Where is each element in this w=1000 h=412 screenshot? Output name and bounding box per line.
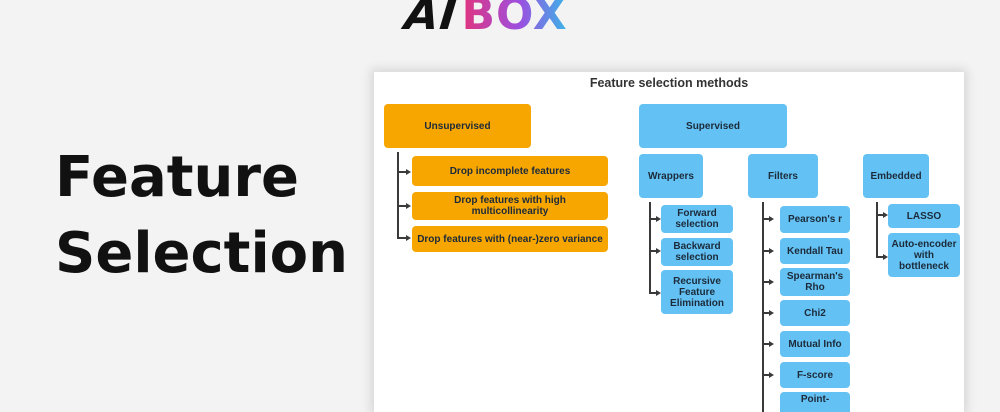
node-drop-multicollinearity: Drop features with high multicollinearit… [412, 192, 608, 220]
diagram-sheet: Feature selection methods Unsupervised D… [374, 72, 964, 412]
node-filters: Filters [748, 154, 818, 198]
node-supervised: Supervised [639, 104, 787, 148]
connector-backward-selection [649, 250, 657, 252]
node-backward-selection: Backward selection [661, 238, 733, 266]
arrow-unsupervised-child-1 [406, 169, 411, 175]
connector-unsupervised [397, 152, 399, 238]
arrow-chi2 [769, 310, 774, 316]
node-spearmans-rho: Spearman's Rho [780, 268, 850, 296]
logo-ai-text: AI [402, 0, 461, 40]
node-drop-incomplete: Drop incomplete features [412, 156, 608, 186]
page-title-line1: Feature [55, 145, 299, 210]
arrow-lasso [883, 212, 888, 218]
connector-unsupervised-child-3 [397, 237, 407, 239]
node-forward-selection: Forward selection [661, 205, 733, 233]
arrow-rfe [656, 290, 661, 296]
node-unsupervised: Unsupervised [384, 104, 531, 148]
connector-wrappers [649, 202, 651, 294]
page-title: Feature Selection [55, 140, 375, 292]
connector-filters [762, 202, 764, 412]
diagram-title: Feature selection methods [589, 76, 749, 90]
connector-kendall-tau [762, 250, 770, 252]
logo: AI BOX [402, 0, 568, 40]
arrow-forward-selection [656, 216, 661, 222]
node-mutual-info: Mutual Info [780, 331, 850, 357]
connector-spearmans-rho [762, 281, 770, 283]
connector-rfe [649, 292, 657, 294]
connector-unsupervised-child-1 [397, 171, 407, 173]
connector-forward-selection [649, 218, 657, 220]
connector-f-score [762, 374, 770, 376]
arrow-f-score [769, 372, 774, 378]
connector-chi2 [762, 312, 770, 314]
node-lasso: LASSO [888, 204, 960, 228]
arrow-mutual-info [769, 341, 774, 347]
node-pearsons-r: Pearson's r [780, 206, 850, 233]
node-f-score: F-score [780, 362, 850, 388]
node-drop-zero-variance: Drop features with (near-)zero variance [412, 226, 608, 252]
node-embedded: Embedded [863, 154, 929, 198]
node-wrappers: Wrappers [639, 154, 703, 198]
arrow-spearmans-rho [769, 279, 774, 285]
connector-unsupervised-child-2 [397, 205, 407, 207]
page-title-line2: Selection [55, 221, 348, 286]
arrow-unsupervised-child-3 [406, 235, 411, 241]
node-recursive-feature-elimination: Recursive Feature Elimination [661, 270, 733, 314]
logo-box-text: BOX [461, 0, 567, 40]
arrow-kendall-tau [769, 248, 774, 254]
arrow-pearsons-r [769, 216, 774, 222]
arrow-autoencoder [883, 254, 888, 260]
node-autoencoder-bottleneck: Auto-encoder with bottleneck [888, 233, 960, 277]
connector-lasso [876, 214, 884, 216]
node-chi2: Chi2 [780, 300, 850, 326]
connector-pearsons-r [762, 218, 770, 220]
connector-embedded [876, 202, 878, 257]
node-kendall-tau: Kendall Tau [780, 238, 850, 264]
node-point-biserial: Point- [780, 392, 850, 412]
connector-mutual-info [762, 343, 770, 345]
connector-autoencoder [876, 256, 884, 258]
arrow-backward-selection [656, 248, 661, 254]
arrow-unsupervised-child-2 [406, 203, 411, 209]
